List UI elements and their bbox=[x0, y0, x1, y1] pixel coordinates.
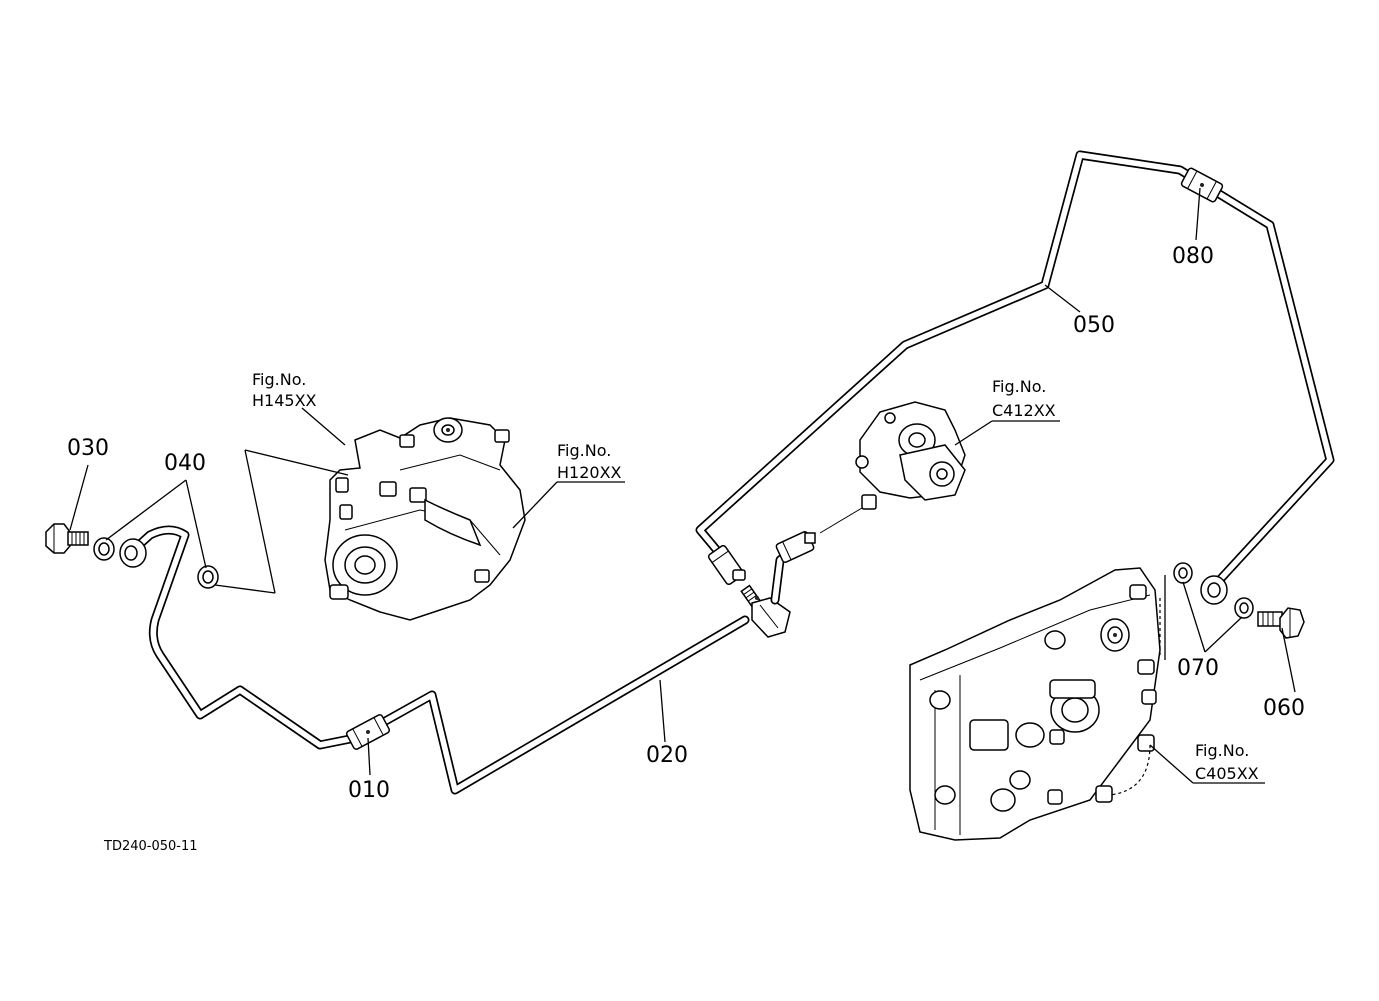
callout-030: 030 bbox=[67, 436, 109, 461]
leader-lines bbox=[69, 187, 1296, 784]
pipe-020 bbox=[125, 525, 750, 795]
banjo-bolt-060 bbox=[1257, 607, 1305, 639]
drawing-id: TD240-050-11 bbox=[103, 839, 198, 854]
banjo-eye-right bbox=[1200, 575, 1228, 605]
figure-ref-h120: Fig.No. H120XX bbox=[557, 441, 622, 482]
sleeve-010 bbox=[345, 714, 391, 750]
washer-040-b bbox=[197, 565, 219, 589]
banjo-eye bbox=[119, 538, 147, 568]
washer-070-a bbox=[1173, 562, 1193, 584]
callout-060: 060 bbox=[1263, 696, 1305, 721]
figure-ref-c412: Fig.No. C412XX bbox=[992, 377, 1056, 420]
figure-ref-h120-code: H120XX bbox=[557, 463, 622, 482]
hydraulic-pump-assembly bbox=[324, 417, 526, 621]
callout-020: 020 bbox=[646, 743, 688, 768]
figure-ref-h145-code: H145XX bbox=[252, 391, 317, 410]
callout-050: 050 bbox=[1073, 313, 1115, 338]
figure-ref-c412-prefix: Fig.No. bbox=[992, 377, 1046, 396]
center-fittings bbox=[707, 530, 816, 638]
washer-070-b bbox=[1234, 597, 1254, 619]
banjo-bolt-030 bbox=[45, 523, 89, 554]
transmission-housing bbox=[909, 567, 1161, 841]
figure-ref-c412-code: C412XX bbox=[992, 401, 1056, 420]
callout-040: 040 bbox=[164, 451, 206, 476]
pipe-050 bbox=[695, 150, 1335, 590]
figure-ref-c405: Fig.No. C405XX bbox=[1195, 741, 1259, 783]
washer-040-a bbox=[93, 537, 115, 561]
figure-ref-c405-code: C405XX bbox=[1195, 764, 1259, 783]
sleeve-080 bbox=[1180, 167, 1224, 203]
callout-070: 070 bbox=[1177, 656, 1219, 681]
valve-c412 bbox=[819, 401, 966, 534]
figure-ref-h145-prefix: Fig.No. bbox=[252, 370, 306, 389]
callout-080: 080 bbox=[1172, 244, 1214, 269]
callout-010: 010 bbox=[348, 778, 390, 803]
figure-ref-h145: Fig.No. H145XX bbox=[252, 370, 317, 410]
figure-ref-h120-prefix: Fig.No. bbox=[557, 441, 611, 460]
figure-ref-c405-prefix: Fig.No. bbox=[1195, 741, 1249, 760]
